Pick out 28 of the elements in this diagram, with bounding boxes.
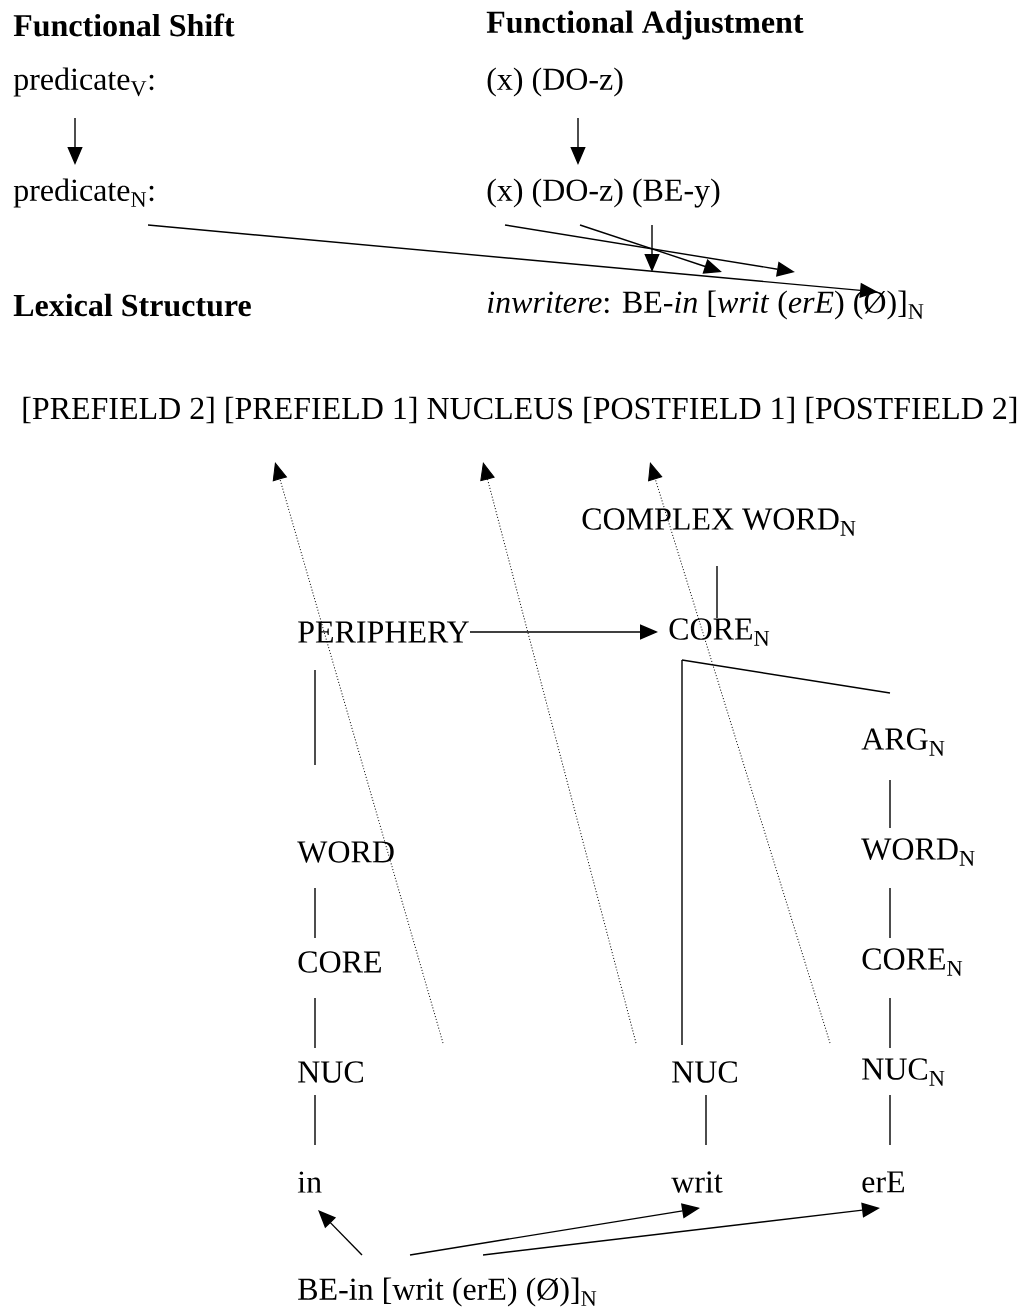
node-label: PERIPHERY [298,621,469,643]
section-heading: Functional Adjustment [486,10,804,40]
node-label: (x) (DO-z) (BE-y) [487,178,720,208]
node-label: WORD [297,841,394,863]
node-label: WORD$_{N}$ [861,838,975,866]
arrow [648,462,831,1044]
node-label: writ [671,1171,723,1193]
node-label: CORE [298,951,381,973]
node-label: inwritere: BE-in [writ (erE) (Ø)]$_{N}$ [488,290,924,320]
node-label: BE-in [writ (erE) (Ø)]$_{N}$ [298,1277,597,1307]
node-label: CORE$_{N}$ [669,618,770,646]
node-label: ARG$_{N}$ [861,728,945,756]
node-label: [PREFIELD 2] [PREFIELD 1] NUCLEUS [POSTFIELD 1] [POSTFIELD 2] [23,396,1017,424]
arrow [318,1210,363,1256]
section-heading: Lexical Structure [13,293,251,317]
arrow [480,462,637,1044]
node-label: predicate$_{V}$: [13,67,154,97]
node-label: in [297,1171,322,1193]
node-label: (x) (DO-z) [487,67,623,97]
arrow [272,462,444,1044]
node-label: predicate$_{N}$: [13,178,154,208]
node-label: COMPLEX WORD$_{N}$ [582,508,856,536]
node-label: erE [862,1171,904,1193]
node-label: NUC$_{N}$ [862,1058,945,1086]
node-label: CORE$_{N}$ [862,948,963,976]
section-heading: Functional Shift [13,13,235,37]
node-label: NUC [298,1061,363,1083]
node-label: NUC [672,1061,737,1083]
